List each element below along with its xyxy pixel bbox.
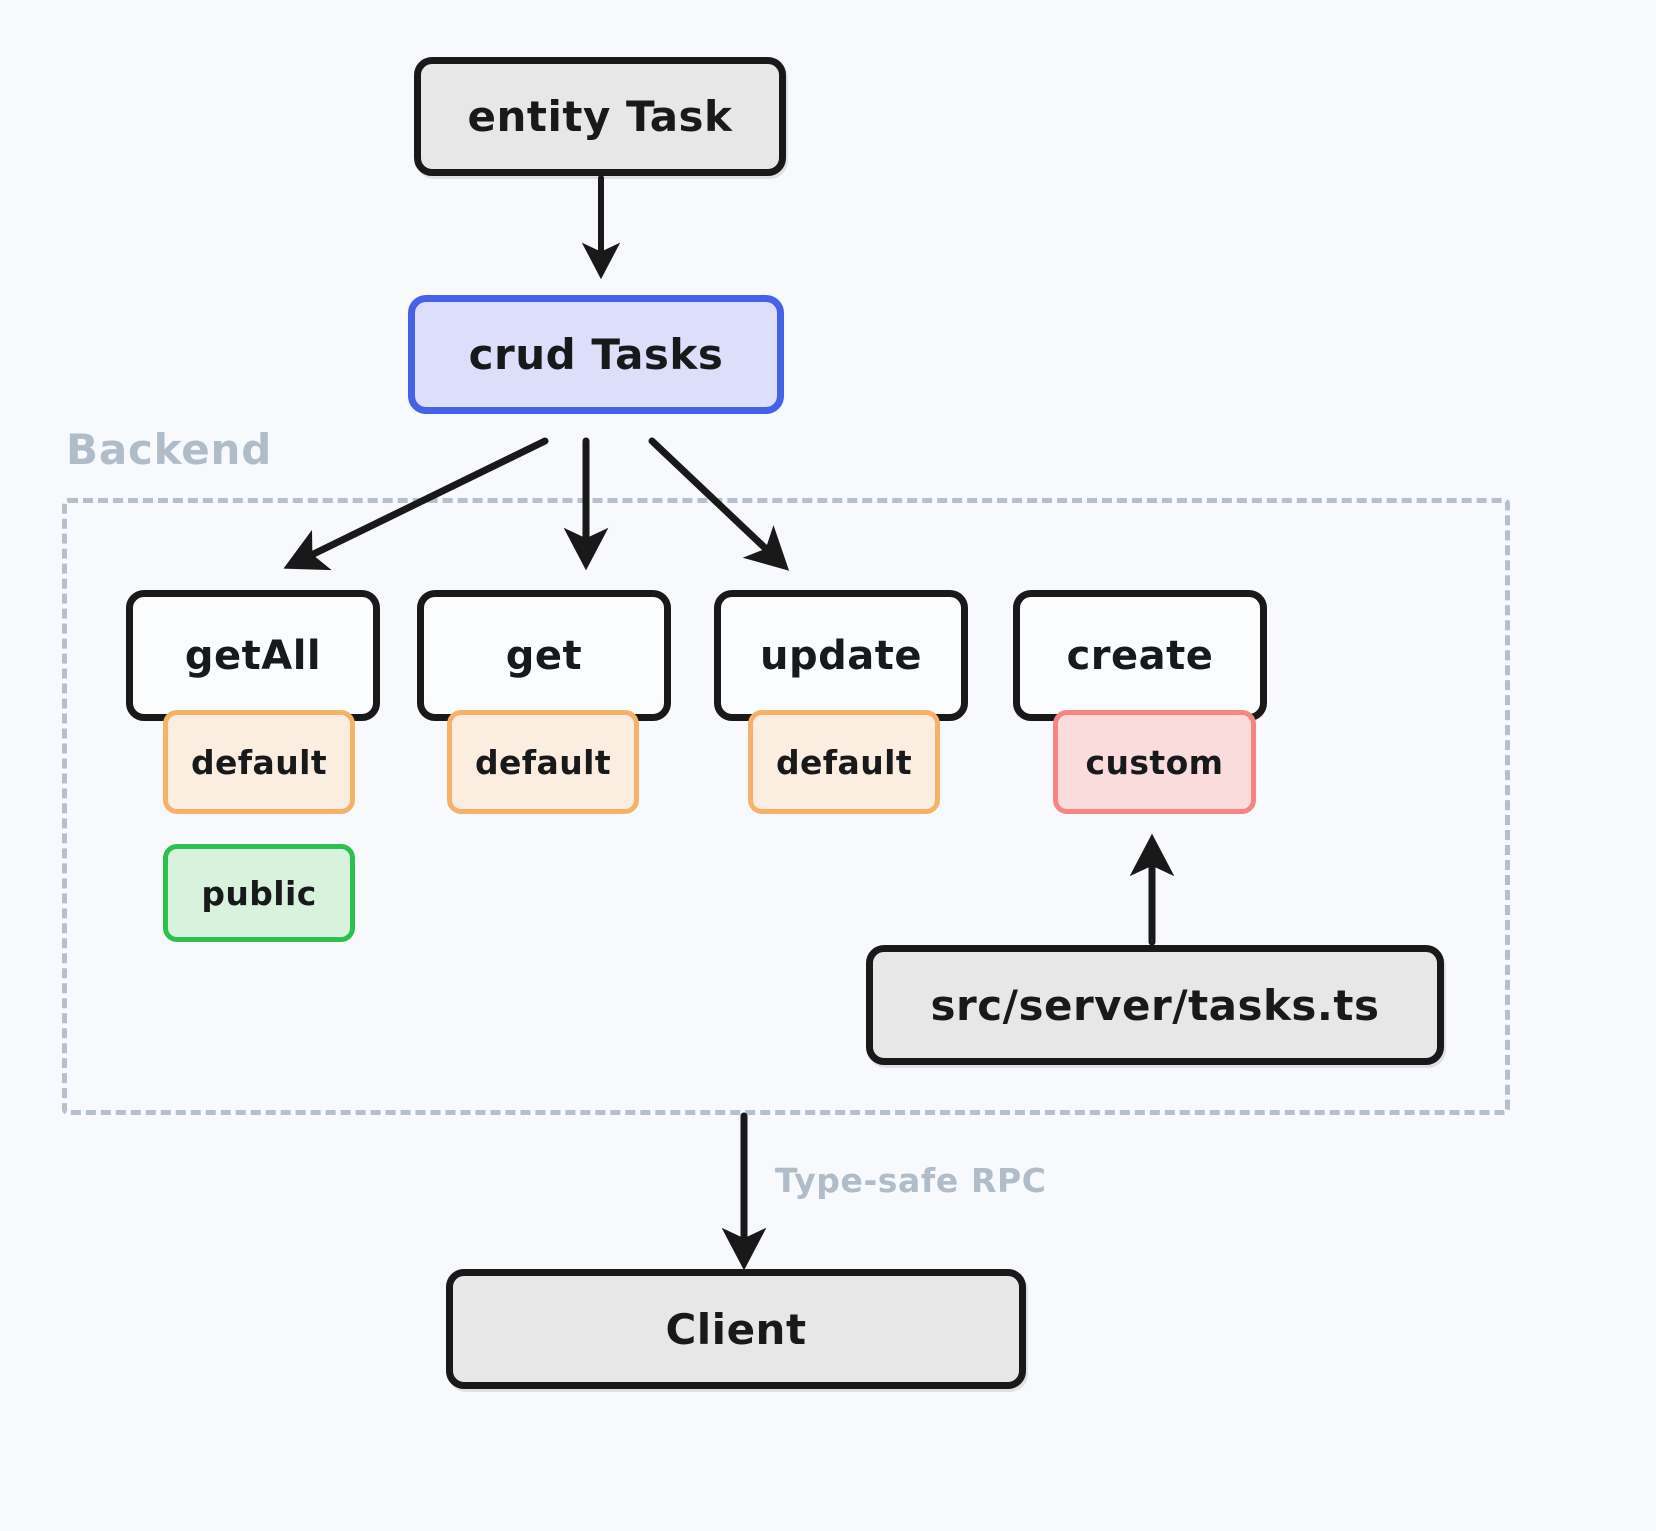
badge-get-default[interactable]: default <box>447 710 639 814</box>
node-update[interactable]: update <box>714 590 968 721</box>
badge-getall-public[interactable]: public <box>163 844 355 942</box>
node-getall[interactable]: getAll <box>126 590 380 721</box>
node-client[interactable]: Client <box>446 1269 1026 1389</box>
node-entity-task[interactable]: entity Task <box>414 57 786 176</box>
edge-label-type-safe-rpc: Type-safe RPC <box>775 1161 1047 1200</box>
badge-create-custom[interactable]: custom <box>1053 710 1256 814</box>
backend-group-label: Backend <box>66 425 273 474</box>
badge-getall-default[interactable]: default <box>163 710 355 814</box>
badge-update-default[interactable]: default <box>748 710 940 814</box>
node-crud-tasks[interactable]: crud Tasks <box>408 295 784 414</box>
node-get[interactable]: get <box>417 590 671 721</box>
node-create[interactable]: create <box>1013 590 1267 721</box>
node-src-server-tasks-ts[interactable]: src/server/tasks.ts <box>866 945 1444 1065</box>
